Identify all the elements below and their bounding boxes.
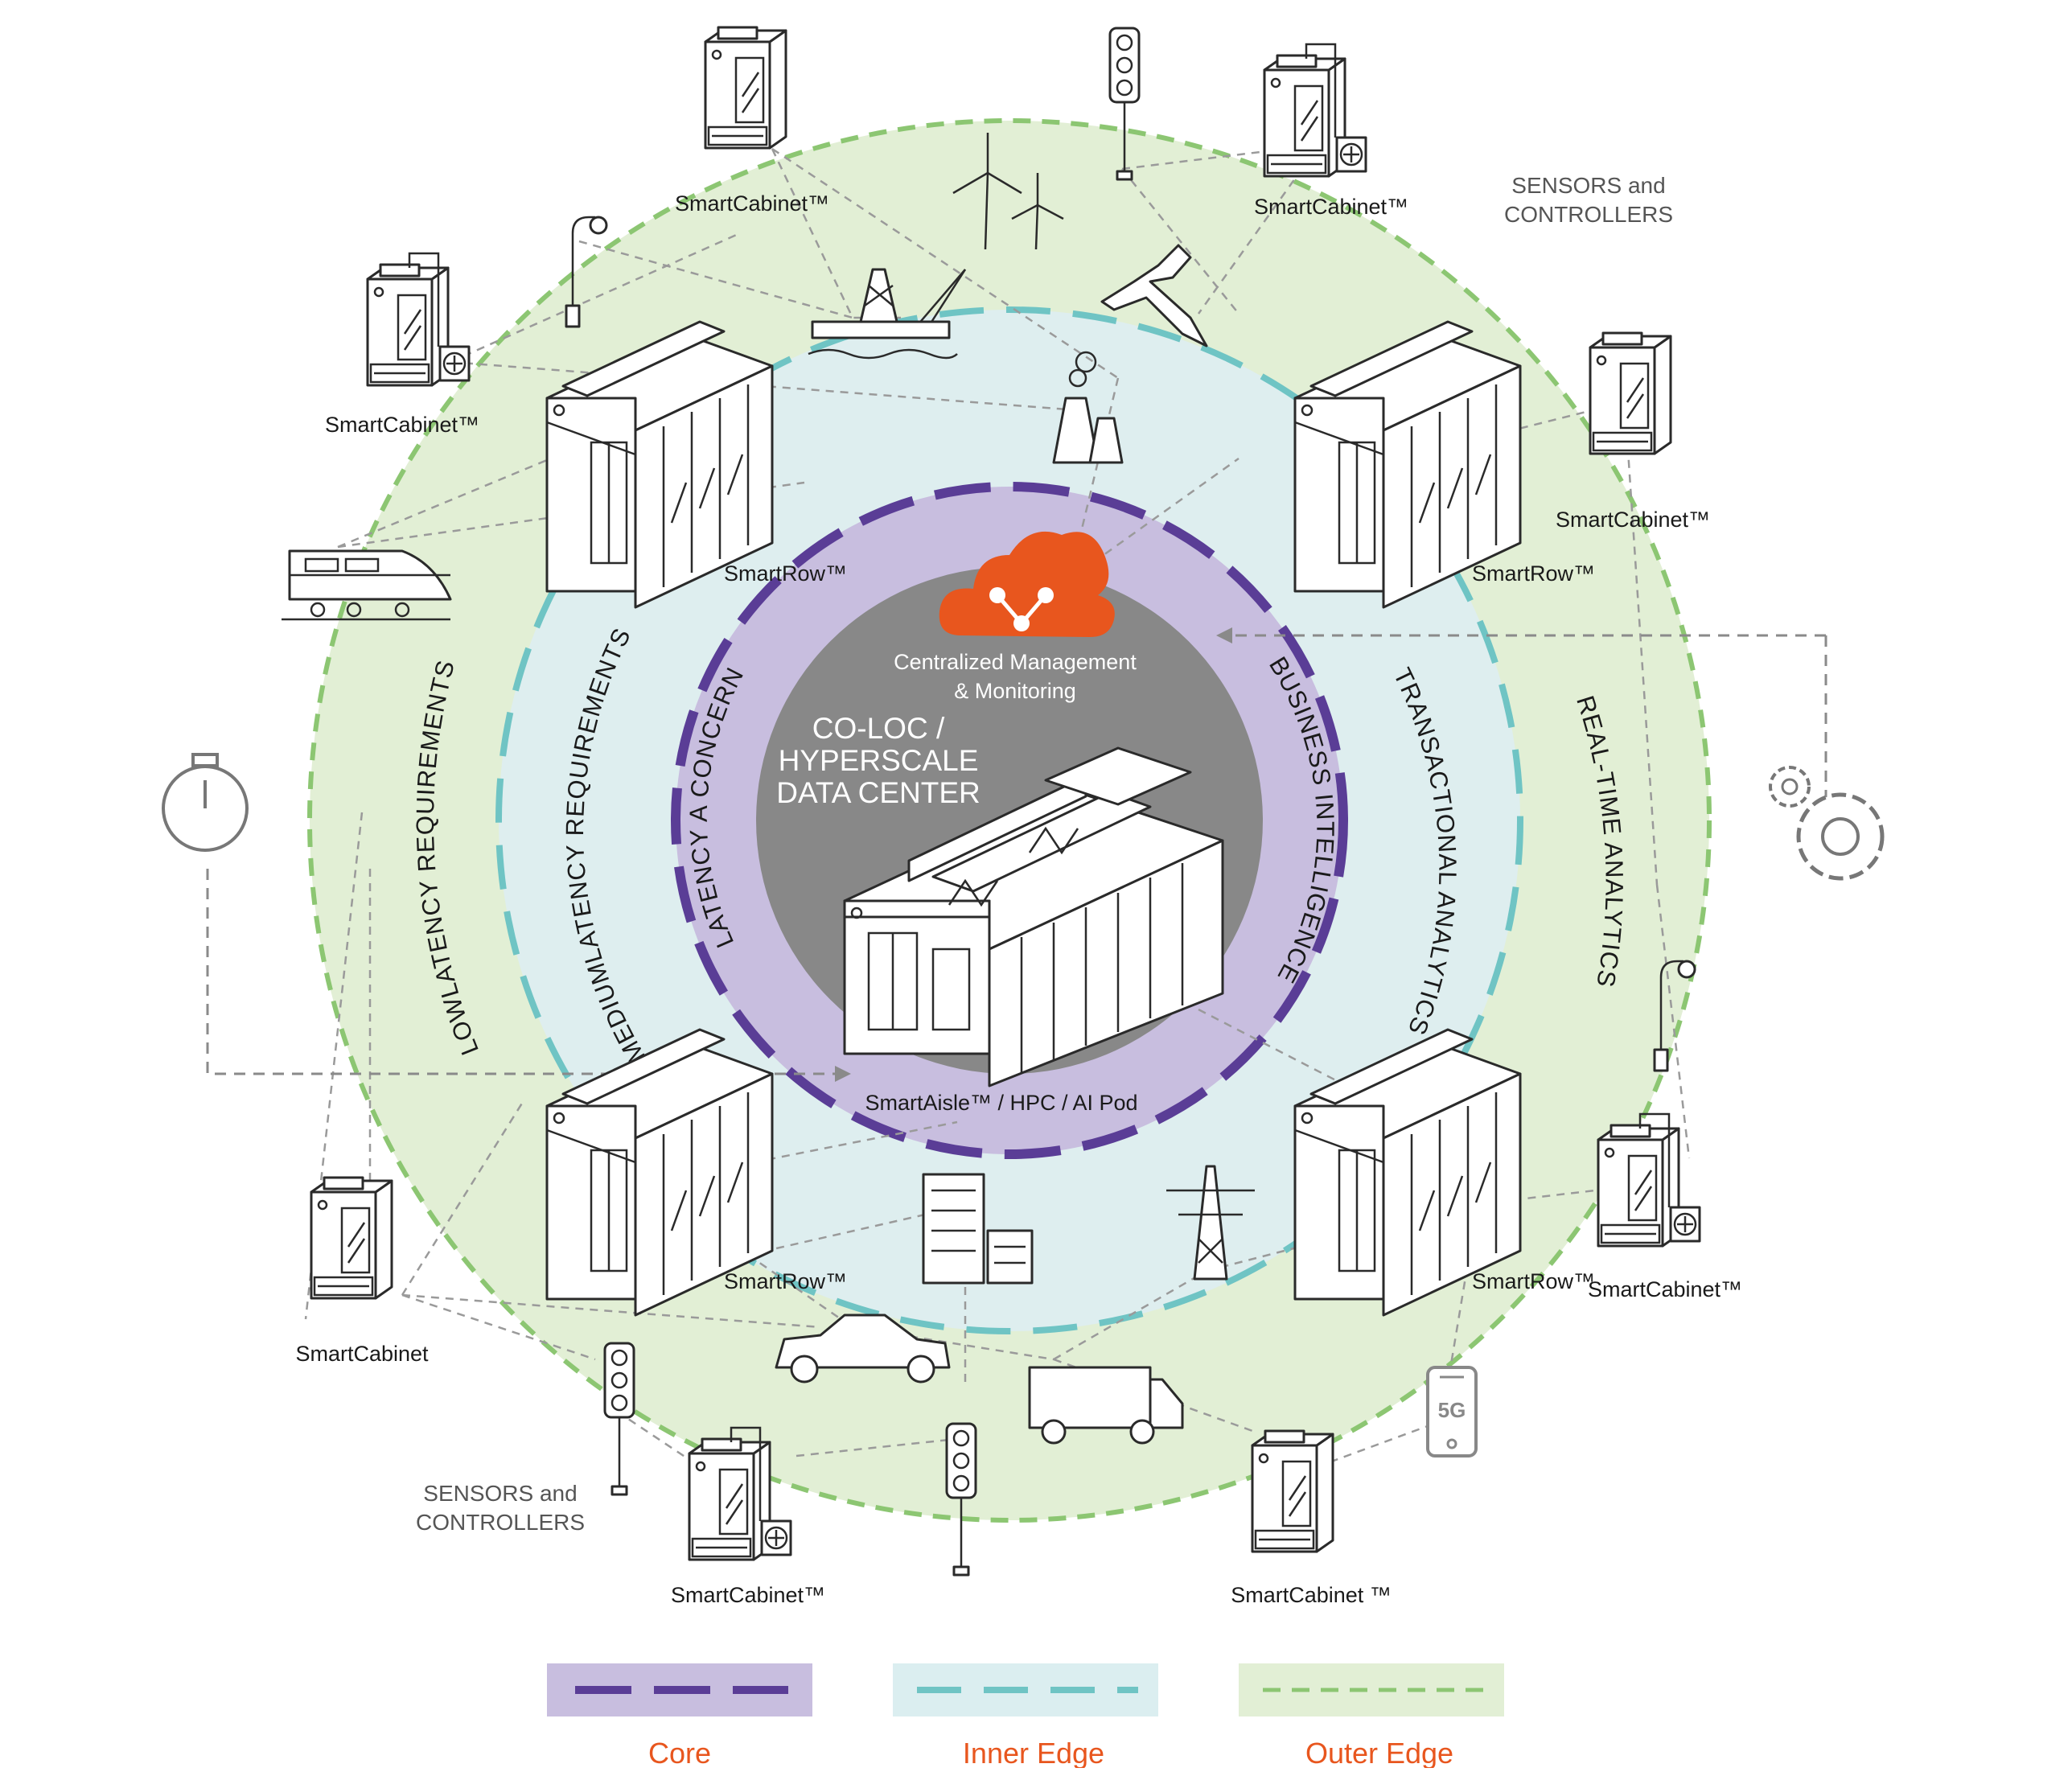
smartphone-icon: [1426, 1366, 1478, 1457]
legend-inner-edge-label: Inner Edge: [963, 1737, 1104, 1768]
truck-icon: [1028, 1366, 1184, 1445]
smartcabinet-top-right-label: SmartCabinet™: [1254, 195, 1408, 219]
cloud-network-icon: [939, 531, 1115, 637]
center-line2: HYPERSCALE: [779, 744, 979, 777]
smartcabinet-bottom-right-icon: [1251, 1429, 1334, 1553]
legend-outer-edge-swatch: [1239, 1663, 1504, 1716]
smartcabinet-bottom-right-label: SmartCabinet ™: [1231, 1583, 1392, 1607]
smartrow-bottom-right-label: SmartRow™: [1472, 1269, 1595, 1293]
smartrow-top-left-label: SmartRow™: [724, 561, 847, 586]
car-icon: [775, 1314, 951, 1383]
sensors-bottom-left-line2: CONTROLLERS: [416, 1510, 585, 1535]
pod-label: SmartAisle™ / HPC / AI Pod: [865, 1091, 1137, 1115]
sensors-bottom-left-line1: SENSORS and: [423, 1481, 577, 1506]
smartcabinet-right-label: SmartCabinet™: [1556, 508, 1710, 532]
smartcabinet-top-right-icon: [1264, 44, 1366, 176]
airplane-icon: [1100, 244, 1208, 347]
power-tower-icon: [1166, 1165, 1255, 1281]
smartcabinet-top-center-icon: [704, 26, 787, 150]
smartcabinet-lower-left-label: SmartCabinet: [295, 1342, 429, 1366]
center-line3: DATA CENTER: [776, 776, 980, 809]
core-title-line2: & Monitoring: [954, 679, 1076, 703]
smartrow-bottom-left-label: SmartRow™: [724, 1269, 847, 1293]
smartcabinet-lower-right-label: SmartCabinet™: [1588, 1277, 1742, 1301]
legend-outer-edge-label: Outer Edge: [1305, 1737, 1453, 1768]
smartcabinet-bottom-left-label: SmartCabinet™: [671, 1583, 825, 1607]
sensors-top-right-line2: CONTROLLERS: [1504, 202, 1673, 227]
stopwatch-icon: [162, 753, 249, 852]
data-center-pod-icon: [843, 746, 1224, 1087]
train-icon: [282, 549, 452, 621]
inner-edge-dashed-boundary: [495, 306, 1523, 1334]
oil-rig-icon: [808, 268, 967, 360]
smartcabinet-lower-left-icon: [310, 1176, 393, 1300]
smartcabinet-right-icon: [1589, 331, 1672, 455]
smartrow-top-right-label: SmartRow™: [1472, 561, 1595, 586]
gear-icon: [1769, 766, 1885, 881]
smartcabinet-upper-left-label: SmartCabinet™: [325, 413, 479, 437]
outer-edge-dashed-boundary: [307, 118, 1712, 1523]
flow-arrowhead-left: [1216, 627, 1232, 643]
smartcabinet-upper-left-icon: [368, 253, 469, 385]
office-building-icon: [922, 1173, 1034, 1285]
core-dashed-boundary: [671, 482, 1348, 1159]
sensors-top-right-line1: SENSORS and: [1511, 173, 1665, 198]
center-line1: CO-LOC /: [812, 712, 945, 745]
factory-icon: [1052, 351, 1124, 464]
core-title-line1: Centralized Management: [894, 650, 1137, 674]
wind-turbine-icon: [952, 133, 1064, 250]
phone-5g-badge: 5G: [1438, 1398, 1466, 1422]
smartcabinet-lower-right-icon: [1598, 1114, 1700, 1246]
flow-arrowhead-right: [835, 1066, 851, 1082]
legend-core-label: Core: [648, 1737, 711, 1768]
legend: Core Inner Edge Outer Edge: [547, 1663, 1504, 1770]
smartcabinet-top-center-label: SmartCabinet™: [675, 191, 829, 216]
top-right-flow-line: [1231, 634, 1827, 820]
